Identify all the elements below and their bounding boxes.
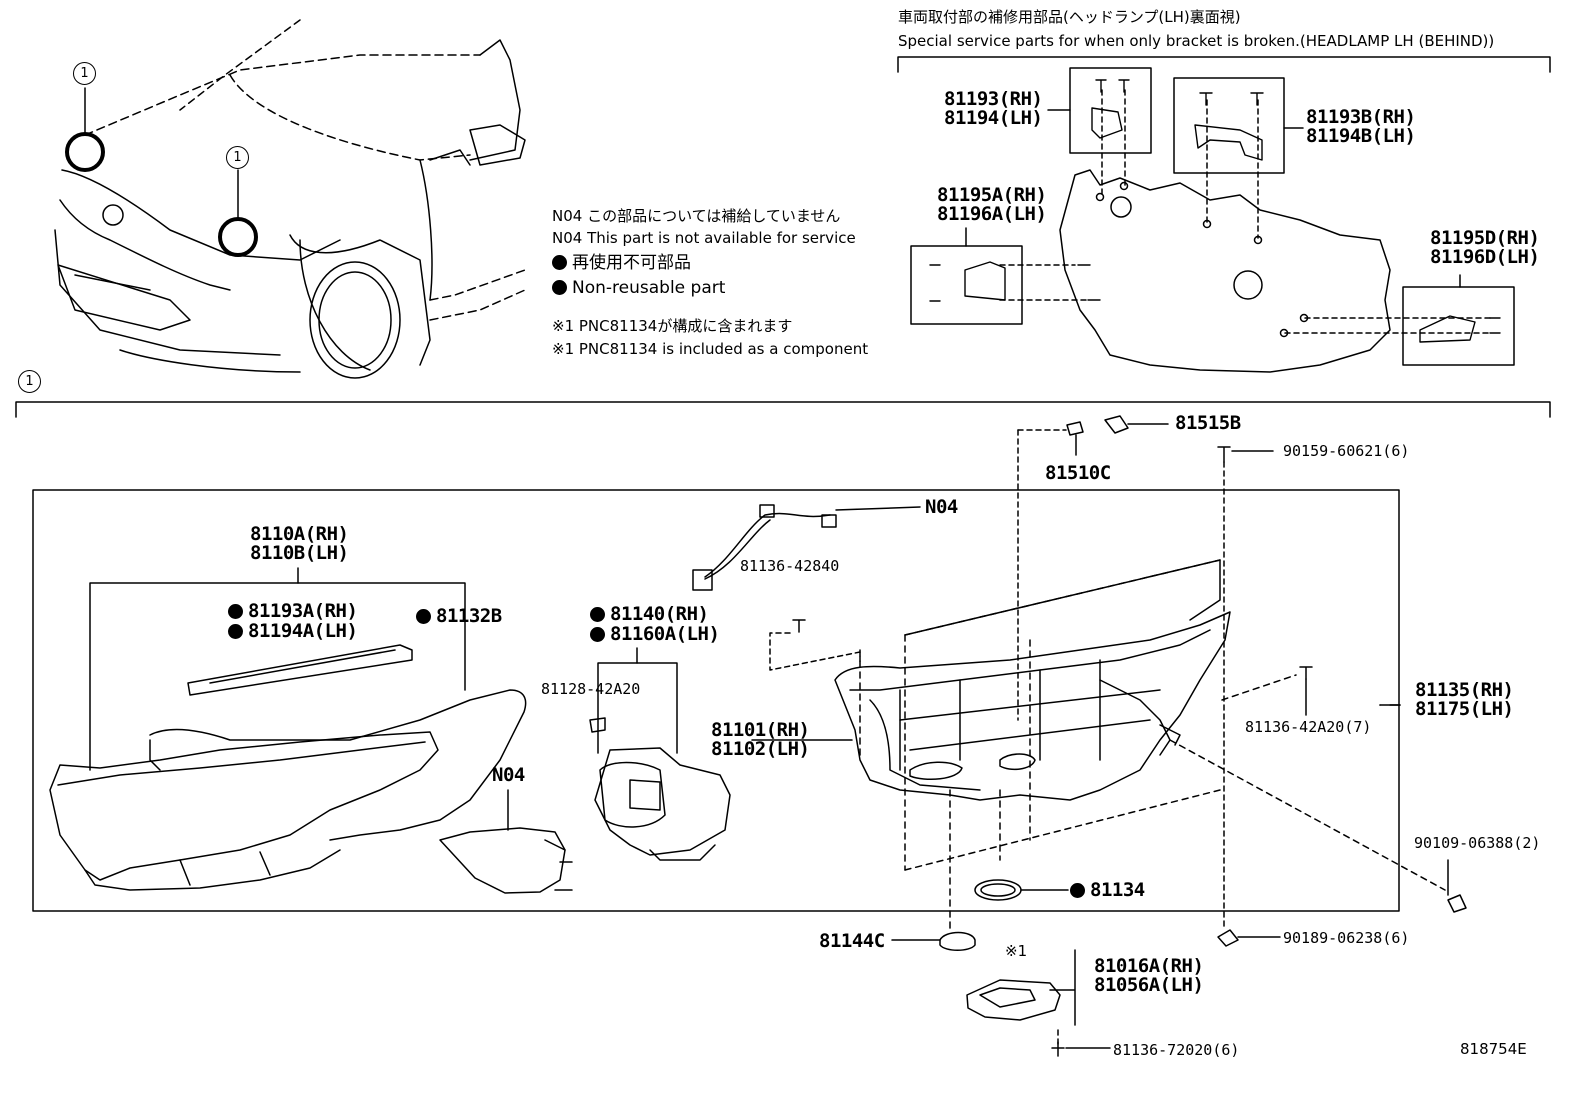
label-81193B: 81193B(RH) (1306, 106, 1416, 128)
label-81175: 81175(LH) (1415, 698, 1514, 720)
nonreuse-dot-icon (416, 609, 431, 624)
label-81194: 81194(LH) (944, 107, 1043, 129)
label-81134: 81134 (1070, 880, 1145, 901)
label-90159: 90159-60621(6) (1283, 442, 1410, 460)
label-81160A: 81160A(LH) (590, 624, 720, 645)
label-81196A: 81196A(LH) (937, 203, 1047, 225)
nonreuse-dot-icon (228, 624, 243, 639)
label-81135: 81135(RH) (1415, 679, 1514, 701)
label-81136-42A20: 81136-42A20(7) (1245, 718, 1372, 736)
nonreuse-dot-icon (552, 255, 567, 270)
legend-nonreuse-jp: 再使用不可部品 (552, 254, 691, 273)
label-81195A: 81195A(RH) (937, 184, 1047, 206)
bracket-service-area (897, 56, 1551, 373)
label-81128: 81128-42A20 (541, 680, 641, 698)
figure-id: 818754E (1460, 1040, 1527, 1058)
headlamp-housing (834, 559, 1446, 931)
nonreuse-dot-icon (552, 280, 567, 295)
leader-lines (751, 704, 1401, 741)
section-bracket (15, 401, 1551, 418)
label-81510C: 81510C (1045, 462, 1111, 484)
nonreuse-dot-icon (1070, 883, 1085, 898)
module-group (589, 647, 731, 861)
label-81144C: 81144C (819, 930, 885, 952)
label-81136-72020: 81136-72020(6) (1113, 1041, 1240, 1059)
bottom-parts (891, 859, 1467, 1057)
label-81193: 81193(RH) (944, 88, 1043, 110)
label-81102: 81102(LH) (711, 738, 810, 760)
wiring-harness (692, 504, 921, 671)
callout-1c: 1 (18, 370, 41, 393)
label-81194A: 81194A(LH) (228, 621, 358, 642)
service-note-en: Special service parts for when only brac… (898, 32, 1495, 50)
label-n04-top: N04 (925, 496, 958, 518)
legend-nonreuse-en: Non-reusable part (552, 279, 725, 298)
legend-pnc-jp: ※1 PNC81134が構成に含まれます (552, 317, 793, 335)
label-90189: 90189-06238(6) (1283, 929, 1410, 947)
label-81016A: 81016A(RH) (1094, 955, 1204, 977)
label-n04-mid: N04 (492, 764, 525, 786)
label-8110A: 8110A(RH) (250, 523, 349, 545)
exploded-frame (32, 489, 1400, 912)
label-81056A: 81056A(LH) (1094, 974, 1204, 996)
label-81194B: 81194B(LH) (1306, 125, 1416, 147)
label-81132B: 81132B (416, 606, 502, 627)
legend-n04-en: N04 This part is not available for servi… (552, 229, 856, 247)
callout-1b: 1 (226, 146, 249, 169)
vehicle-front-view (54, 19, 526, 379)
service-note-jp: 車両取付部の補修用部品(ヘッドランプ(LH)裏面視) (898, 8, 1241, 26)
bulb-parts (1017, 415, 1274, 931)
nonreuse-dot-icon (590, 627, 605, 642)
legend-pnc-en: ※1 PNC81134 is included as a component (552, 340, 869, 358)
callout-1a: 1 (73, 62, 96, 85)
label-81101: 81101(RH) (711, 719, 810, 741)
label-81196D: 81196D(LH) (1430, 246, 1540, 268)
nonreuse-dot-icon (590, 607, 605, 622)
nonreuse-dot-icon (228, 604, 243, 619)
label-mark1: ※1 (1005, 942, 1028, 960)
label-81140: 81140(RH) (590, 604, 709, 625)
label-8110B: 8110B(LH) (250, 542, 349, 564)
label-81195D: 81195D(RH) (1430, 227, 1540, 249)
label-81193A: 81193A(RH) (228, 601, 358, 622)
label-81515B: 81515B (1175, 412, 1241, 434)
lens-group (49, 567, 573, 894)
label-90109: 90109-06388(2) (1414, 834, 1541, 852)
label-81136-42840: 81136-42840 (740, 557, 840, 575)
legend-n04-jp: N04 この部品については補給していません (552, 207, 841, 225)
